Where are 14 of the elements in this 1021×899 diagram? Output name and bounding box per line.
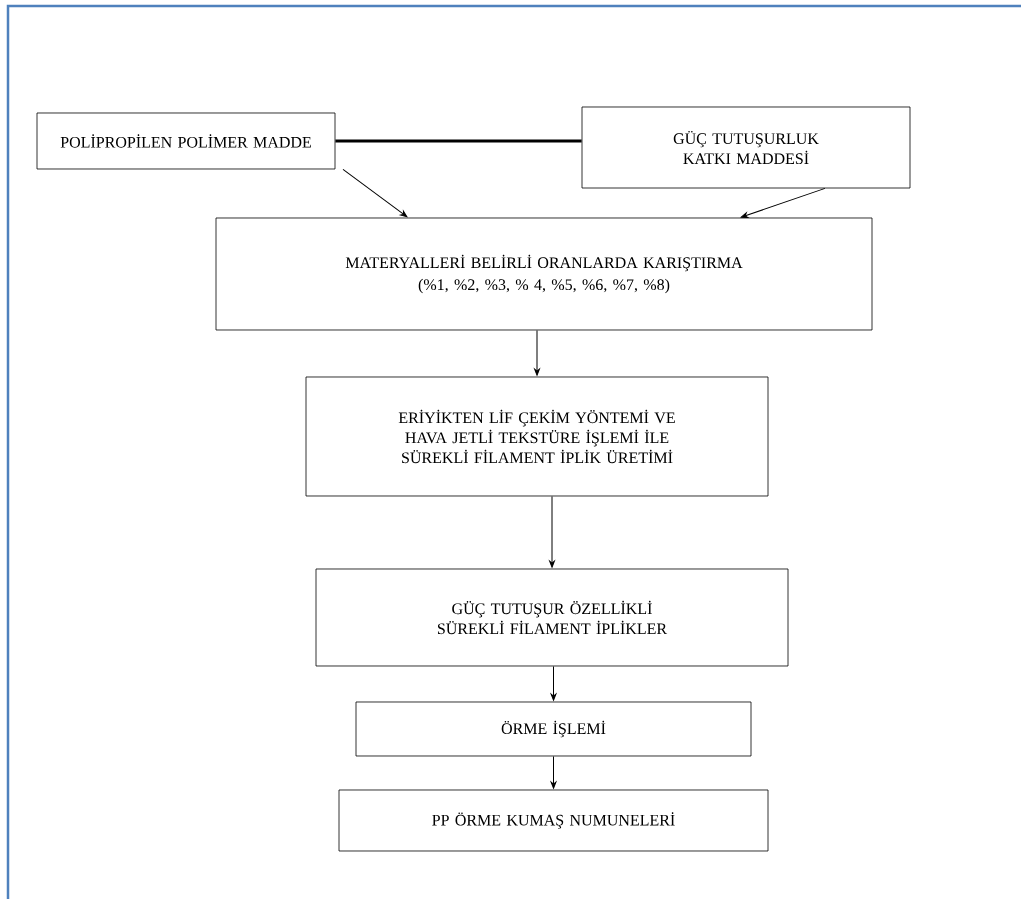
- arrow: [550, 755, 557, 789]
- connector-line: [335, 139, 582, 143]
- process-box: GÜÇ TUTUŞURLUK KATKI MADDESİ: [581, 106, 911, 189]
- arrow: [550, 665, 557, 701]
- arrow: [342, 168, 408, 218]
- process-box: GÜÇ TUTUŞUR ÖZELLİKLİ SÜREKLİ FİLAMENT İPLİKLER: [315, 568, 789, 667]
- process-box: ÖRME İŞLEMİ: [355, 701, 752, 757]
- process-box: MATERYALLERİ BELİRLİ ORANLARDA KARIŞTIRMA (%1, %2, %3, % 4, %5, %6, %7, %8): [215, 217, 873, 331]
- process-box: POLİPROPİLEN POLİMER MADDE: [36, 112, 336, 170]
- process-box: ERİYİKTEN LİF ÇEKİM YÖNTEMİ VE HAVA JETLİ TEKSTÜRE İŞLEMİ İLE SÜREKLİ FİLAMENT İPLİK ÜRETİMİ: [305, 376, 769, 497]
- process-box: PP ÖRME KUMAŞ NUMUNELERİ: [338, 789, 769, 852]
- arrow: [549, 495, 555, 568]
- arrow: [534, 329, 540, 376]
- arrow: [740, 187, 826, 218]
